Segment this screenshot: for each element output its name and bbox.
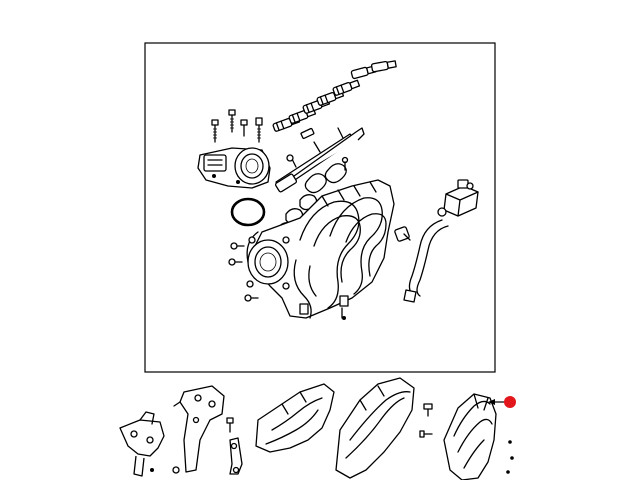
intake-manifold[interactable] [246, 179, 395, 320]
engine-cover-right[interactable] [335, 377, 415, 479]
main-assembly-frame [144, 42, 496, 373]
strap-bracket[interactable] [226, 417, 243, 475]
fuel-injectors[interactable] [272, 60, 397, 140]
throttle-body-o-ring[interactable] [230, 197, 266, 227]
fuel-rail[interactable] [274, 127, 365, 193]
manifold-sensor[interactable] [394, 226, 411, 242]
red-dot-callout-icon[interactable] [488, 396, 516, 408]
purge-solenoid[interactable] [437, 179, 479, 217]
cover-bolts[interactable] [419, 403, 433, 438]
vacuum-hose[interactable] [403, 219, 449, 303]
manifold-fasteners[interactable] [228, 242, 259, 302]
throttle-body-bolts[interactable] [211, 109, 263, 143]
throttle-body[interactable] [197, 147, 271, 189]
heat-shield[interactable] [443, 393, 514, 481]
engine-cover-left[interactable] [255, 383, 335, 453]
mounting-bracket-center[interactable] [172, 385, 225, 474]
mounting-bracket-left[interactable] [119, 411, 165, 477]
